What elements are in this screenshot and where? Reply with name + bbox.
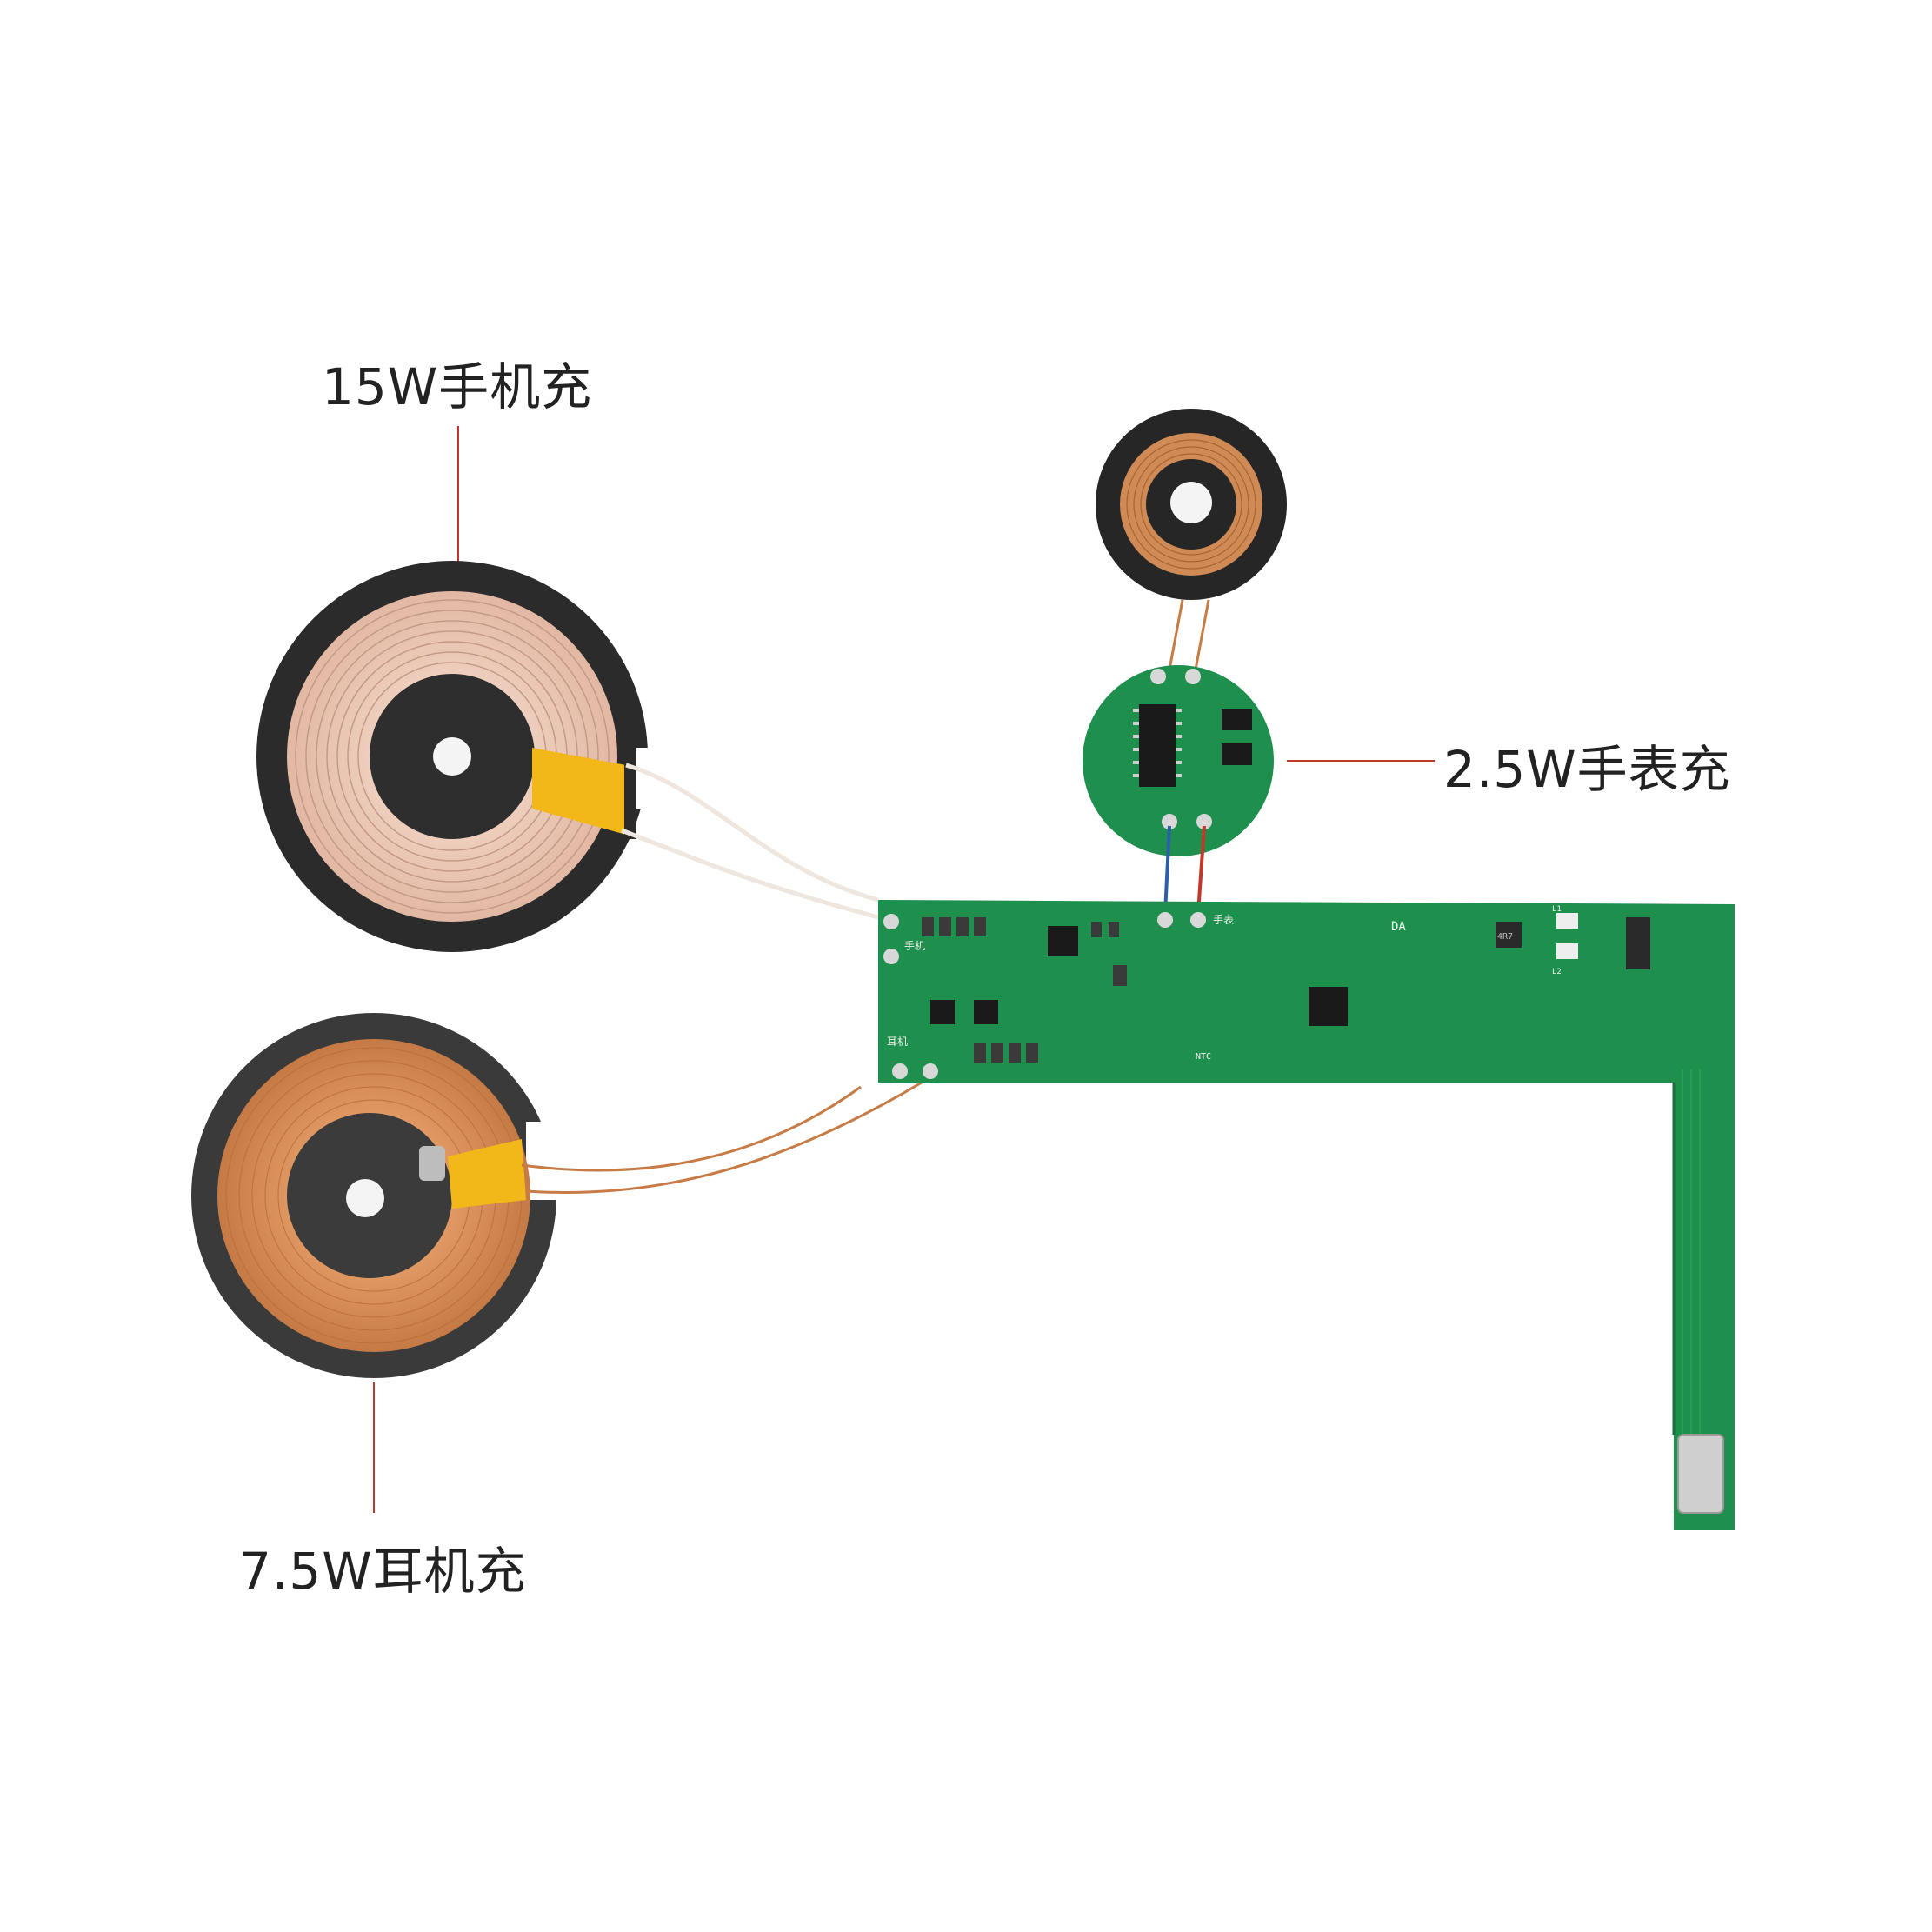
phone-coil-label: 15W手机充 — [322, 357, 593, 416]
watch-port-silkscreen: 手表 — [1213, 914, 1234, 926]
watch-coil-label: 2.5W手表充 — [1443, 740, 1731, 799]
inductor-marking: 4R7 — [1497, 932, 1513, 942]
earbud-coil-lead-wire-2 — [525, 1081, 923, 1194]
usb-c-connector — [1677, 1434, 1724, 1514]
watch-coil-lead-wire-2 — [1194, 599, 1210, 670]
phone-coil-lead-wire-2 — [621, 828, 879, 920]
inductor-l1-silkscreen: L1 — [1552, 905, 1562, 914]
ntc-silkscreen: NTC — [1196, 1052, 1211, 1062]
inductor-l2-silkscreen: L2 — [1552, 968, 1562, 976]
watch-red-wire — [1196, 825, 1206, 914]
earbud-coil-lead-wire — [521, 1085, 862, 1172]
main-transmitter-pcb: 手机 耳机 手表 NTC 4R7 L1 L2 DA — [878, 900, 1735, 1530]
phone-port-silkscreen: 手机 — [904, 940, 925, 952]
earbud-coil-label: 7.5W耳机充 — [239, 1542, 527, 1601]
da-silkscreen: DA — [1391, 920, 1406, 934]
phone-coil-lead-wire — [625, 763, 879, 903]
earbud-charging-coil — [191, 1013, 565, 1378]
earbud-port-silkscreen: 耳机 — [887, 1036, 908, 1048]
phone-charging-coil — [256, 561, 678, 952]
watch-coil-lead-wire — [1168, 599, 1184, 670]
watch-receiver-pcb — [1083, 665, 1274, 856]
watch-charging-coil — [1096, 409, 1287, 600]
watch-blue-wire — [1163, 825, 1171, 914]
